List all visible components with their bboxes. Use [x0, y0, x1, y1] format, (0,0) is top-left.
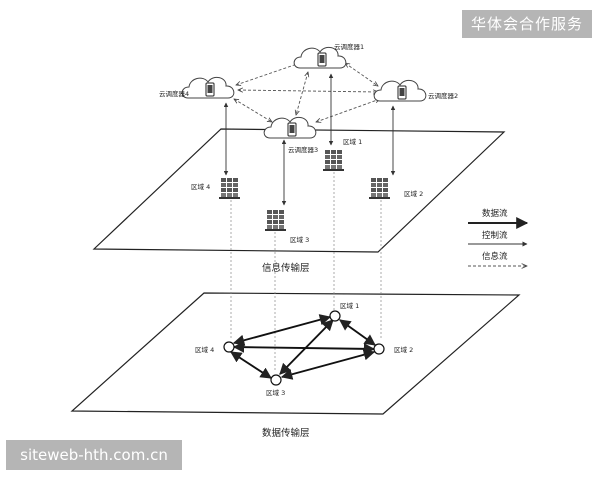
data-nodes	[223, 310, 385, 386]
scheduler-3-label: 云调度器3	[288, 145, 318, 154]
data-node-region-4	[223, 341, 235, 353]
scheduler-2-label: 云调度器2	[428, 91, 458, 100]
info-region-3-label: 区域 3	[290, 235, 309, 244]
cloud-scheduler-2	[373, 79, 427, 102]
info-region-2-label: 区域 2	[404, 189, 423, 198]
data-region-2-label: 区域 2	[394, 345, 413, 354]
scheduler-info-links	[234, 63, 380, 122]
cloud-scheduler-3	[263, 116, 317, 139]
scheduler-1-label: 云调度器1	[334, 42, 364, 51]
legend-info-flow-label: 信息流	[482, 251, 508, 262]
data-transmission-plane	[70, 292, 521, 415]
legend-control-flow-label: 控制流	[482, 230, 508, 241]
cloud-scheduler-4	[181, 76, 235, 99]
data-node-region-1	[329, 310, 341, 322]
server-region-1	[323, 150, 344, 171]
info-transmission-plane	[92, 128, 506, 253]
data-node-region-3	[270, 374, 282, 386]
info-region-1-label: 区域 1	[343, 137, 362, 146]
data-node-region-2	[373, 343, 385, 355]
info-region-4-label: 区域 4	[191, 182, 210, 191]
control-arrows	[223, 73, 396, 206]
legend: 数据流 控制流 信息流	[468, 208, 529, 266]
watermark-top: 华体会合作服务	[462, 10, 592, 38]
server-region-3	[265, 210, 286, 231]
watermark-bottom: siteweb-hth.com.cn	[6, 440, 182, 470]
scheduler-4-label: 云调度器4	[159, 89, 189, 98]
data-region-4-label: 区域 4	[195, 345, 214, 354]
data-region-3-label: 区域 3	[266, 388, 285, 397]
data-region-1-label: 区域 1	[340, 301, 359, 310]
server-region-2	[369, 178, 390, 199]
info-layer-title: 信息传输层	[262, 262, 310, 274]
data-flow-mesh	[230, 314, 376, 380]
legend-data-flow-label: 数据流	[482, 208, 508, 219]
server-region-4	[219, 178, 240, 199]
data-layer-title: 数据传输层	[262, 427, 310, 439]
